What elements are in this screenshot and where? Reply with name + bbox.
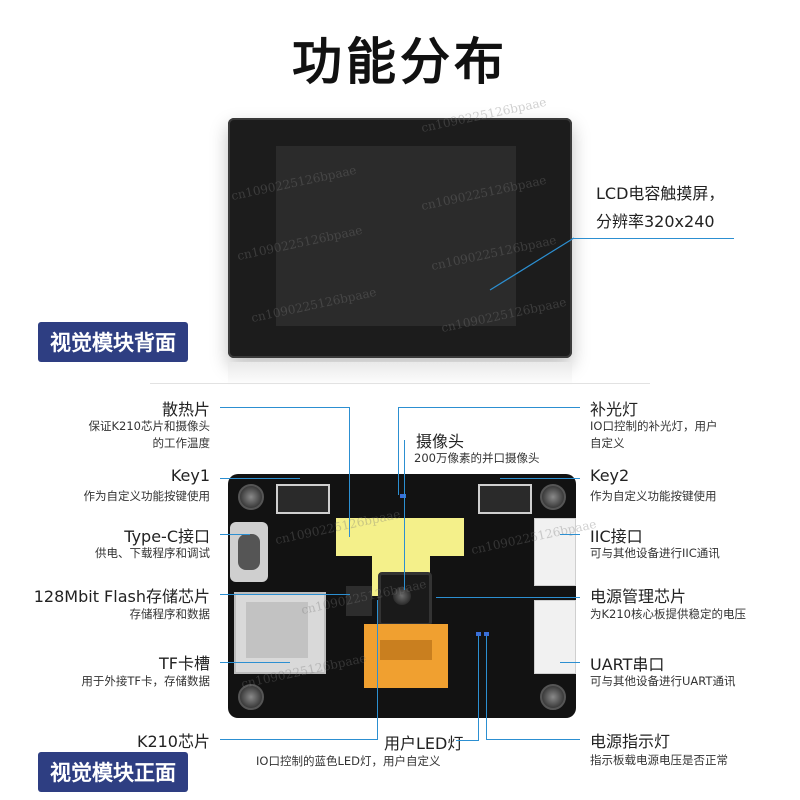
heatsink-desc-1: 保证K210芯片和摄像头 [88, 419, 211, 433]
uart-desc: 可与其他设备进行UART通讯 [590, 674, 736, 688]
screw [238, 484, 264, 510]
lcd-label-1: LCD电容触摸屏， [596, 184, 725, 203]
tf-desc: 用于外接TF卡，存储数据 [81, 674, 210, 688]
userled-line-h [456, 740, 479, 741]
key2-button [478, 484, 532, 514]
lcd-label-2: 分辨率320x240 [596, 212, 715, 231]
userled-desc: IO口控制的蓝色LED灯，用户自定义 [256, 754, 441, 768]
camera-fpc-connector [380, 640, 432, 660]
front-badge: 视觉模块正面 [38, 752, 188, 792]
powerled-line [486, 739, 580, 740]
filllight-desc-1: IO口控制的补光灯，用户 [590, 419, 718, 433]
screw [238, 684, 264, 710]
power-title: 电源管理芯片 [590, 587, 687, 606]
heatsink-top [336, 518, 464, 556]
camera-line [404, 440, 405, 590]
k210-title: K210芯片 [136, 732, 210, 751]
lcd-callout-diagonal [489, 237, 575, 291]
userled-title: 用户LED灯 [384, 734, 464, 753]
camera-desc: 200万像素的并口摄像头 [414, 451, 540, 465]
lcd-screen [276, 146, 516, 326]
powerled-title: 电源指示灯 [590, 732, 671, 751]
key2-line [500, 478, 580, 479]
uart-line [560, 662, 580, 663]
k210-line [220, 739, 378, 740]
typec-line [220, 534, 250, 535]
uart-title: UART串口 [590, 655, 665, 674]
tf-slot-inner [246, 602, 308, 658]
heatsink-desc-2: 的工作温度 [152, 436, 211, 450]
fill-light-led [400, 494, 406, 498]
page-title: 功能分布 [292, 33, 508, 91]
iic-connector [534, 518, 576, 586]
screw [540, 684, 566, 710]
iic-desc: 可与其他设备进行IIC通讯 [590, 546, 720, 560]
powerled-line-v [486, 636, 487, 740]
tf-line [220, 662, 290, 663]
power-led [484, 632, 489, 636]
filllight-line [398, 407, 580, 408]
user-led [476, 632, 481, 636]
k210-line-v [377, 600, 378, 740]
device-reflection [228, 362, 572, 386]
typec-desc: 供电、下载程序和调试 [95, 546, 210, 560]
power-desc: 为K210核心板提供稳定的电压 [590, 607, 746, 621]
key1-button [276, 484, 330, 514]
filllight-line-v [398, 407, 399, 495]
flash-desc: 存储程序和数据 [129, 607, 211, 621]
typec-port-inner [238, 534, 260, 570]
filllight-title: 补光灯 [590, 400, 639, 419]
power-line [436, 597, 580, 598]
camera-title: 摄像头 [416, 432, 465, 451]
flash-title: 128Mbit Flash存储芯片 [33, 587, 210, 606]
key2-desc: 作为自定义功能按键使用 [590, 489, 717, 503]
filllight-desc-2: 自定义 [590, 436, 625, 450]
tf-title: TF卡槽 [159, 654, 210, 673]
key1-title: Key1 [170, 466, 210, 485]
iic-line [560, 534, 580, 535]
iic-title: IIC接口 [590, 527, 643, 546]
powerled-desc: 指示板载电源电压是否正常 [590, 753, 728, 767]
camera-lens-center [393, 587, 411, 605]
back-badge: 视觉模块背面 [38, 322, 188, 362]
flash-chip [346, 586, 372, 616]
screw [540, 484, 566, 510]
uart-connector [534, 600, 576, 674]
key1-line [220, 478, 300, 479]
lcd-callout-line [572, 238, 734, 239]
userled-line [478, 636, 479, 740]
typec-title: Type-C接口 [124, 527, 210, 546]
heatsink-title: 散热片 [161, 400, 210, 419]
flash-line [220, 594, 350, 595]
heatsink-line-v [349, 407, 350, 537]
divider [150, 383, 650, 384]
heatsink-line [220, 407, 350, 408]
key2-title: Key2 [590, 466, 630, 485]
key1-desc: 作为自定义功能按键使用 [83, 489, 211, 503]
